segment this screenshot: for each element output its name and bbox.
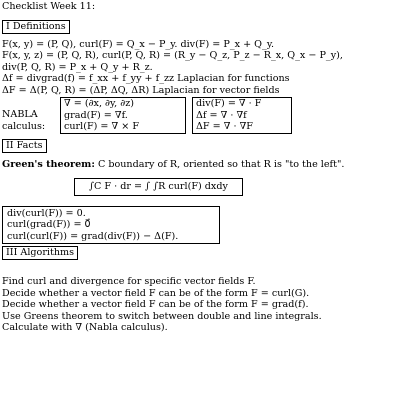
page-title: Checklist Week 11:: [2, 1, 96, 12]
nabla-def: ∇ = (∂x, ∂y, ∂z): [64, 98, 135, 109]
section-heading-definitions: I Definitions: [2, 19, 70, 34]
definition-line-4: Δf = divgrad(f) = f_xx + f_yy + f_zz Lap…: [2, 73, 290, 84]
definition-line-3: div(P, Q, R) = P_x + Q_y + R_z.: [2, 61, 153, 73]
nabla-label: NABLA calculus:: [2, 109, 46, 132]
green-theorem-title: Green's theorem:: [2, 158, 95, 170]
green-formula-box: ∫C F · dr = ∫ ∫R curl(F) dxdy: [74, 178, 243, 196]
definition-line-2: F(x, y, z) = (P, Q, R), curl(P, Q, R) = …: [2, 50, 343, 61]
algorithms-list: Find curl and divergence for specific ve…: [2, 276, 396, 334]
green-theorem-statement: Green's theorem: C boundary of R, orient…: [2, 159, 394, 171]
identity-3: curl(curl(F)) = grad(div(F)) − Δ(F).: [7, 230, 179, 242]
algorithm-5: Calculate with ∇ (Nabla calculus).: [2, 322, 168, 333]
green-theorem-text: C boundary of R, oriented so that R is "…: [97, 158, 345, 170]
identity-2: curl(grad(F)) = 0⃗: [7, 219, 91, 230]
curl-def: curl(F) = ∇ × F: [64, 121, 139, 132]
div-def: div(F) = ∇ · F: [196, 98, 262, 109]
nabla-calculus-block: NABLA calculus: ∇ = (∂x, ∂y, ∂z) grad(F)…: [2, 97, 396, 134]
definition-line-5: ΔF = Δ(P, Q, R) = (ΔP, ΔQ, ΔR) Laplacian…: [2, 84, 280, 96]
nabla-box-left: ∇ = (∂x, ∂y, ∂z) grad(F) = ∇f. curl(F) =…: [60, 97, 186, 134]
identity-1: div(curl(F)) = 0.: [7, 207, 86, 219]
section-heading-algorithms: III Algorithms: [2, 246, 79, 260]
nabla-box-right: div(F) = ∇ · F Δf = ∇ · ∇f ΔF = ∇ · ∇F: [192, 97, 292, 134]
algorithm-1: Find curl and divergence for specific ve…: [2, 276, 256, 287]
laplace-F-def: ΔF = ∇ · ∇F: [196, 121, 253, 132]
identities-box: div(curl(F)) = 0. curl(grad(F)) = 0⃗ cur…: [2, 205, 220, 244]
document: Checklist Week 11: I Definitions F(x, y)…: [2, 1, 396, 334]
algorithm-2: Decide whether a vector field F can be o…: [2, 287, 310, 299]
laplace-f-def: Δf = ∇ · ∇f: [196, 109, 247, 121]
definition-line-1: F(x, y) = (P, Q), curl(F) = Q_x − P_y. d…: [2, 38, 275, 50]
section-heading-facts: II Facts: [2, 138, 47, 153]
grad-def: grad(F) = ∇f.: [64, 109, 128, 121]
algorithm-3: Decide whether a vector field F can be o…: [2, 299, 309, 310]
algorithm-4: Use Greens theorem to switch between dou…: [2, 310, 322, 322]
green-formula: ∫C F · dr = ∫ ∫R curl(F) dxdy: [89, 181, 228, 192]
